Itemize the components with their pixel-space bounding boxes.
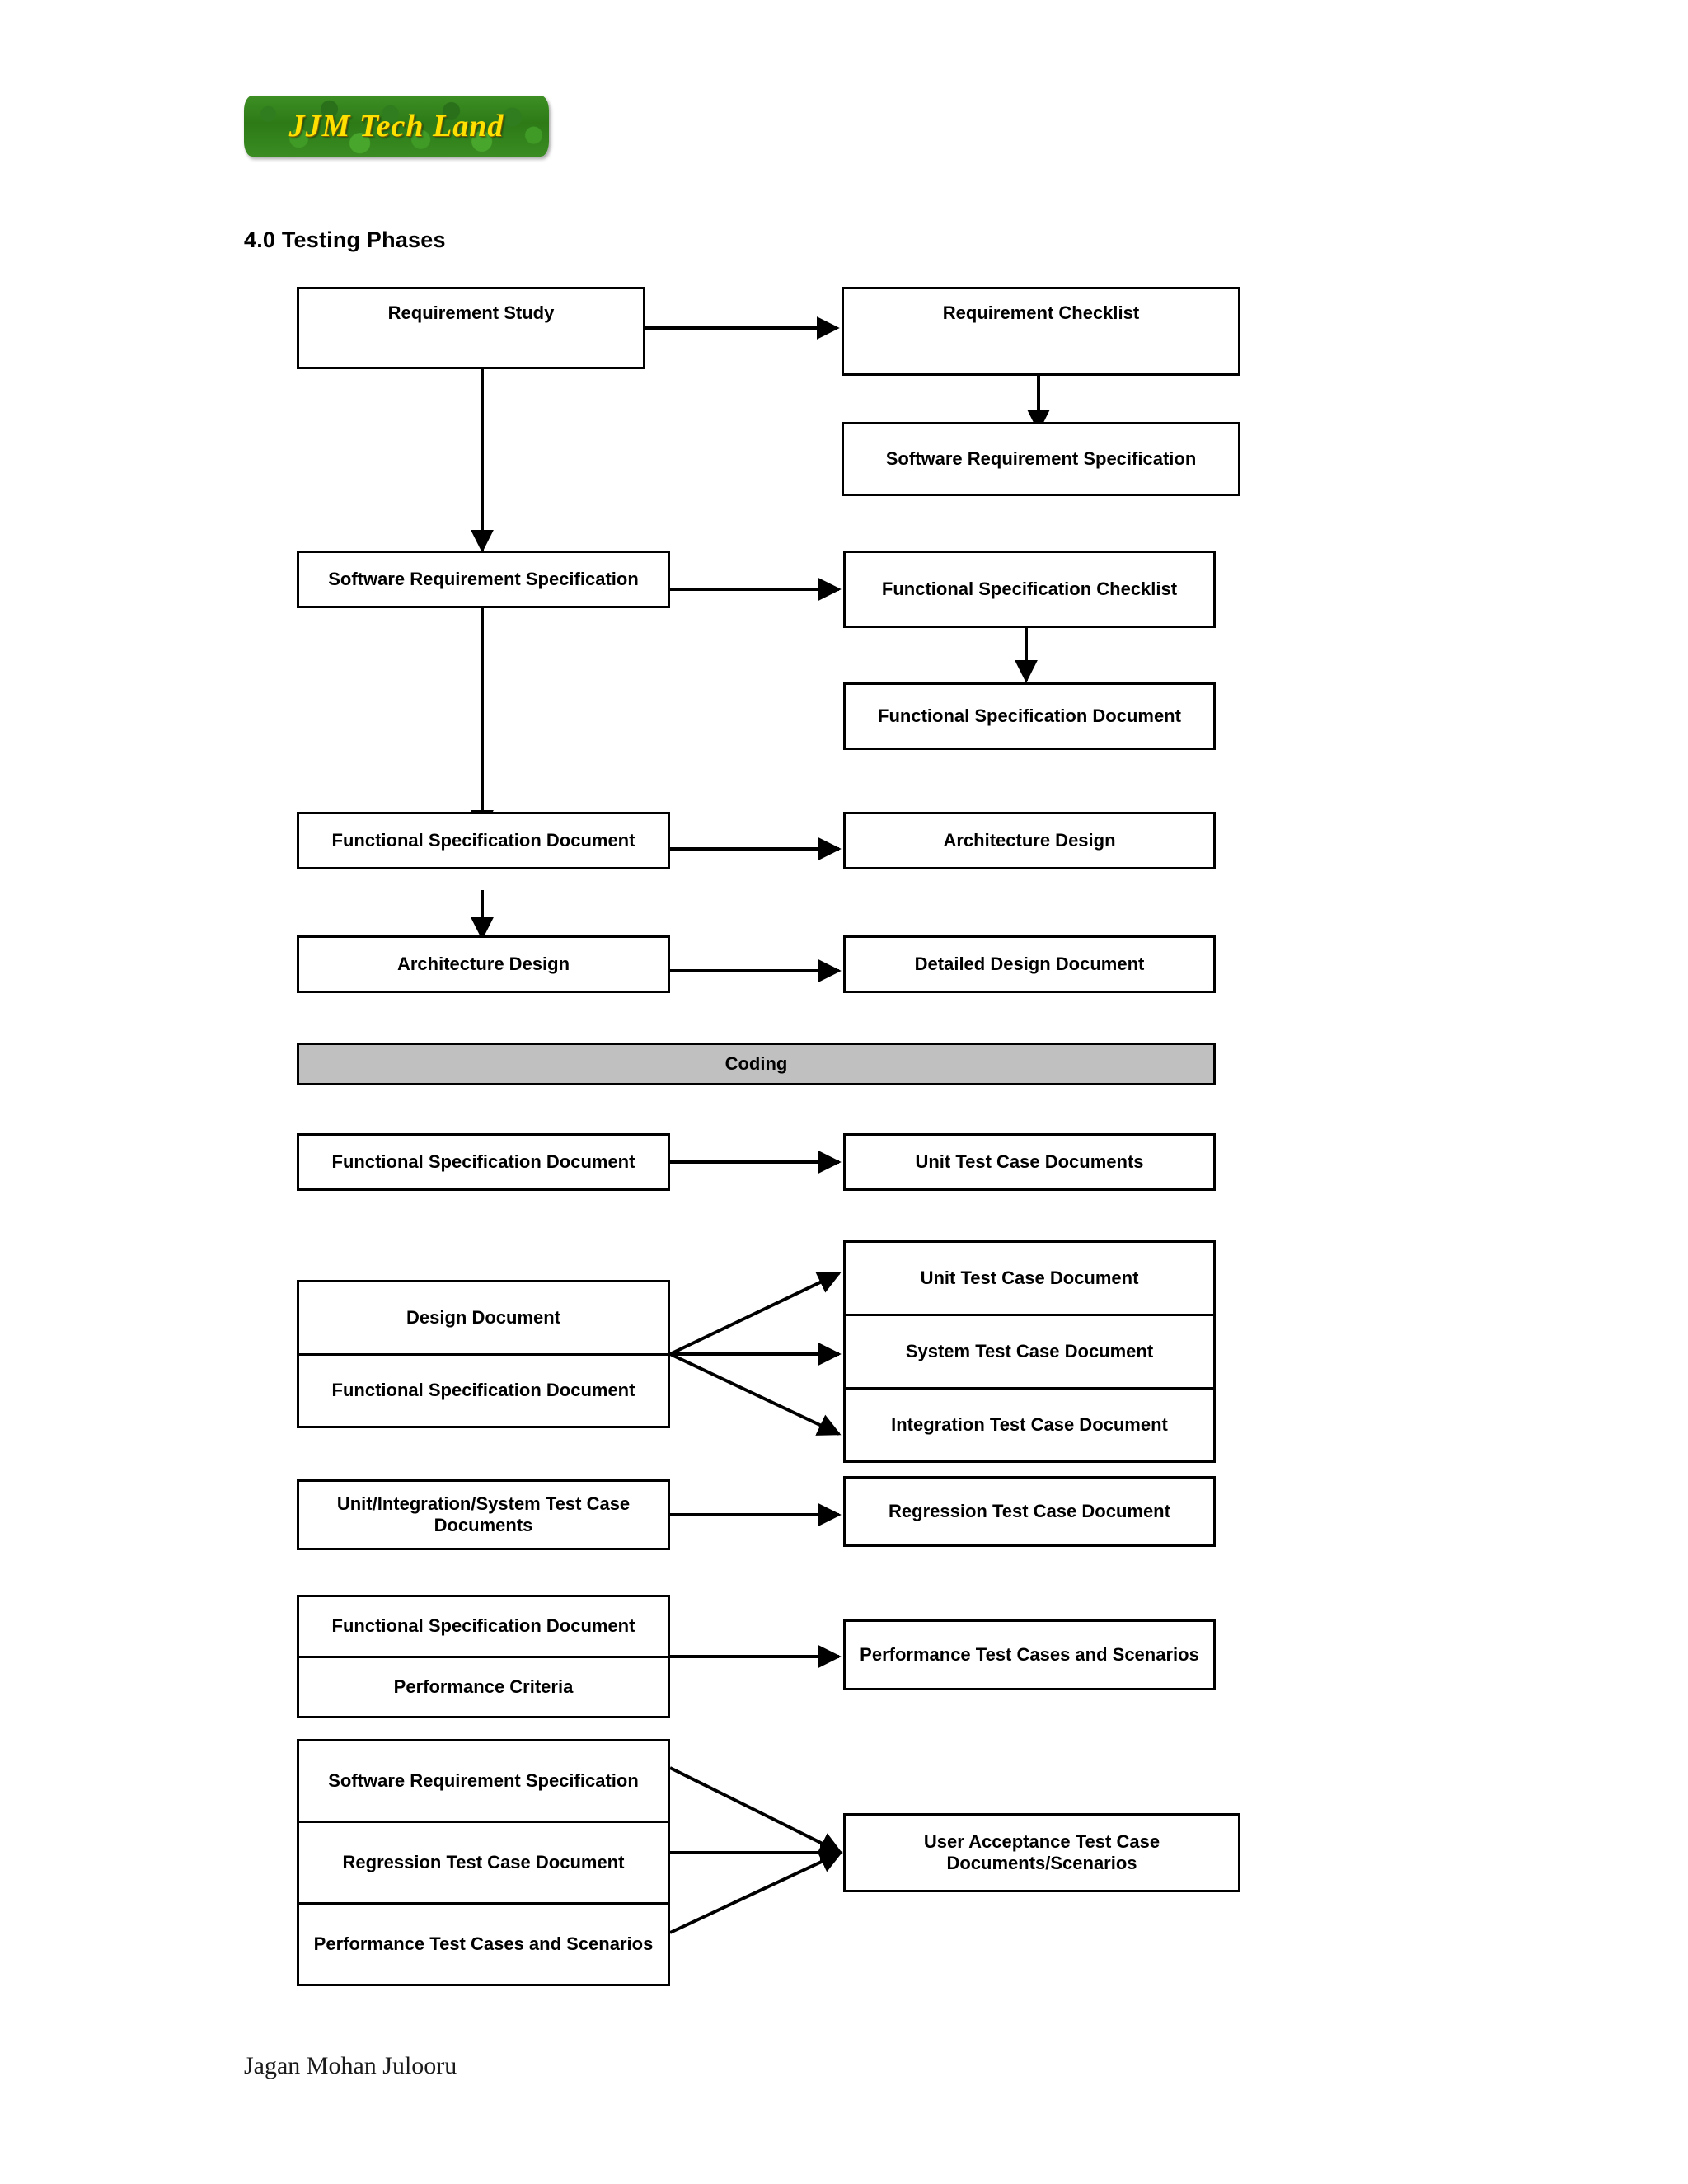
node-label: Unit Test Case Document <box>920 1268 1139 1289</box>
node-architecture-design-right[interactable]: Architecture Design <box>843 812 1216 869</box>
edge-stack-integrationtestdoc <box>669 1352 842 1436</box>
node-label: System Test Case Document <box>846 1314 1213 1387</box>
node-label: Functional Specification Document <box>331 1151 635 1173</box>
node-performance-test-cases-and-scenarios[interactable]: Performance Test Cases and Scenarios <box>843 1619 1216 1690</box>
node-requirement-checklist[interactable]: Requirement Checklist <box>842 287 1240 376</box>
node-unit-test-case-documents[interactable]: Unit Test Case Documents <box>843 1133 1216 1191</box>
node-uat-inputs-stack[interactable]: Software Requirement Specification Regre… <box>297 1739 670 1986</box>
node-label: Functional Specification Document <box>331 830 635 851</box>
node-label: Unit/Integration/System Test Case Docume… <box>336 1493 631 1535</box>
node-label: Detailed Design Document <box>914 954 1145 975</box>
edge-srs-uat <box>669 1766 843 1854</box>
node-architecture-design-left[interactable]: Architecture Design <box>297 935 670 993</box>
node-label: Requirement Study <box>387 302 555 323</box>
node-label: Functional Specification Checklist <box>881 579 1178 600</box>
node-label: Requirement Checklist <box>942 302 1140 323</box>
node-requirement-study[interactable]: Requirement Study <box>297 287 645 369</box>
node-label: Coding <box>724 1053 788 1075</box>
node-label: Architecture Design <box>943 830 1116 851</box>
page-title: 4.0 Testing Phases <box>244 227 446 252</box>
node-software-requirement-specification-left[interactable]: Software Requirement Specification <box>297 551 670 608</box>
footer-author: Jagan Mohan Julooru <box>244 2052 457 2079</box>
node-label: Regression Test Case Document <box>299 1821 668 1902</box>
node-unit-integration-system-test-case-documents[interactable]: Unit/Integration/System Test Case Docume… <box>297 1479 670 1550</box>
node-label: Architecture Design <box>396 954 570 975</box>
node-label: Performance Test Cases and Scenarios <box>299 1902 668 1984</box>
node-user-acceptance-test-case-documents[interactable]: User Acceptance Test Case Documents/Scen… <box>843 1813 1240 1892</box>
edge-stack-unittestdoc <box>669 1272 842 1356</box>
node-label: Software Requirement Specification <box>328 1770 639 1792</box>
site-logo: JJM Tech Land <box>244 96 549 157</box>
node-label: Performance Test Cases and Scenarios <box>860 1644 1199 1666</box>
node-detailed-design-document[interactable]: Detailed Design Document <box>843 935 1216 993</box>
node-label: Unit Test Case Documents <box>915 1151 1144 1173</box>
node-label: Software Requirement Specification <box>328 569 639 590</box>
node-label: Software Requirement Specification <box>885 448 1197 470</box>
node-regression-test-case-document[interactable]: Regression Test Case Document <box>843 1476 1216 1547</box>
node-functional-specification-document-left[interactable]: Functional Specification Document <box>297 812 670 869</box>
node-label: Functional Specification Document <box>331 1615 635 1637</box>
node-label: User Acceptance Test Case Documents/Scen… <box>923 1831 1160 1873</box>
node-label: Regression Test Case Document <box>889 1501 1170 1522</box>
node-test-case-documents-stack[interactable]: Unit Test Case Document System Test Case… <box>843 1240 1216 1463</box>
logo-text: JJM Tech Land <box>288 109 504 143</box>
node-label: Functional Specification Document <box>878 705 1181 727</box>
node-label: Design Document <box>406 1306 561 1328</box>
node-performance-inputs-stack[interactable]: Functional Specification Document Perfor… <box>297 1595 670 1718</box>
node-functional-specification-document-right[interactable]: Functional Specification Document <box>843 682 1216 750</box>
logo-leaf-background <box>244 96 549 157</box>
node-functional-specification-document-coding[interactable]: Functional Specification Document <box>297 1133 670 1191</box>
node-coding-phase[interactable]: Coding <box>297 1043 1216 1085</box>
node-label: Functional Specification Document <box>299 1352 668 1427</box>
node-design-and-fs-stack[interactable]: Design Document Functional Specification… <box>297 1280 670 1428</box>
node-software-requirement-specification-right[interactable]: Software Requirement Specification <box>842 422 1240 496</box>
node-functional-specification-checklist[interactable]: Functional Specification Checklist <box>843 551 1216 628</box>
node-label: Performance Criteria <box>299 1655 668 1717</box>
node-label: Integration Test Case Document <box>846 1387 1213 1460</box>
edge-performance-uat <box>669 1851 843 1934</box>
